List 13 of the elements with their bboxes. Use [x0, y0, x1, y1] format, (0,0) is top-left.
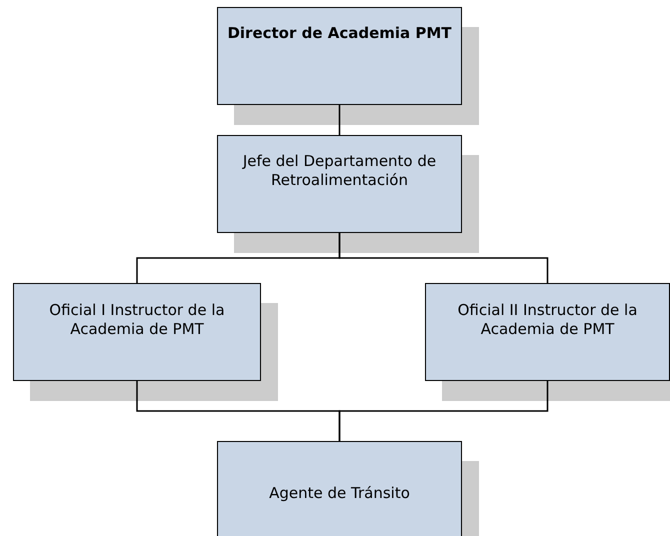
org-box	[13, 283, 261, 381]
org-box	[217, 7, 462, 105]
connector-line	[338, 381, 548, 441]
role-title: Oficial II Instructor de la Academia de PMT	[456, 301, 638, 339]
role-title: Jefe del Departamento de Retroalimentación	[241, 152, 438, 190]
role-title: Agente de Tránsito	[268, 484, 411, 503]
org-box	[425, 283, 670, 381]
connector-line	[338, 233, 548, 283]
connector-line	[338, 105, 340, 135]
org-box	[217, 135, 462, 233]
role-title: Oficial I Instructor de la Academia de PMT	[48, 301, 226, 339]
org-box	[217, 441, 462, 536]
role-title: Director de Academia PMT	[226, 24, 453, 43]
